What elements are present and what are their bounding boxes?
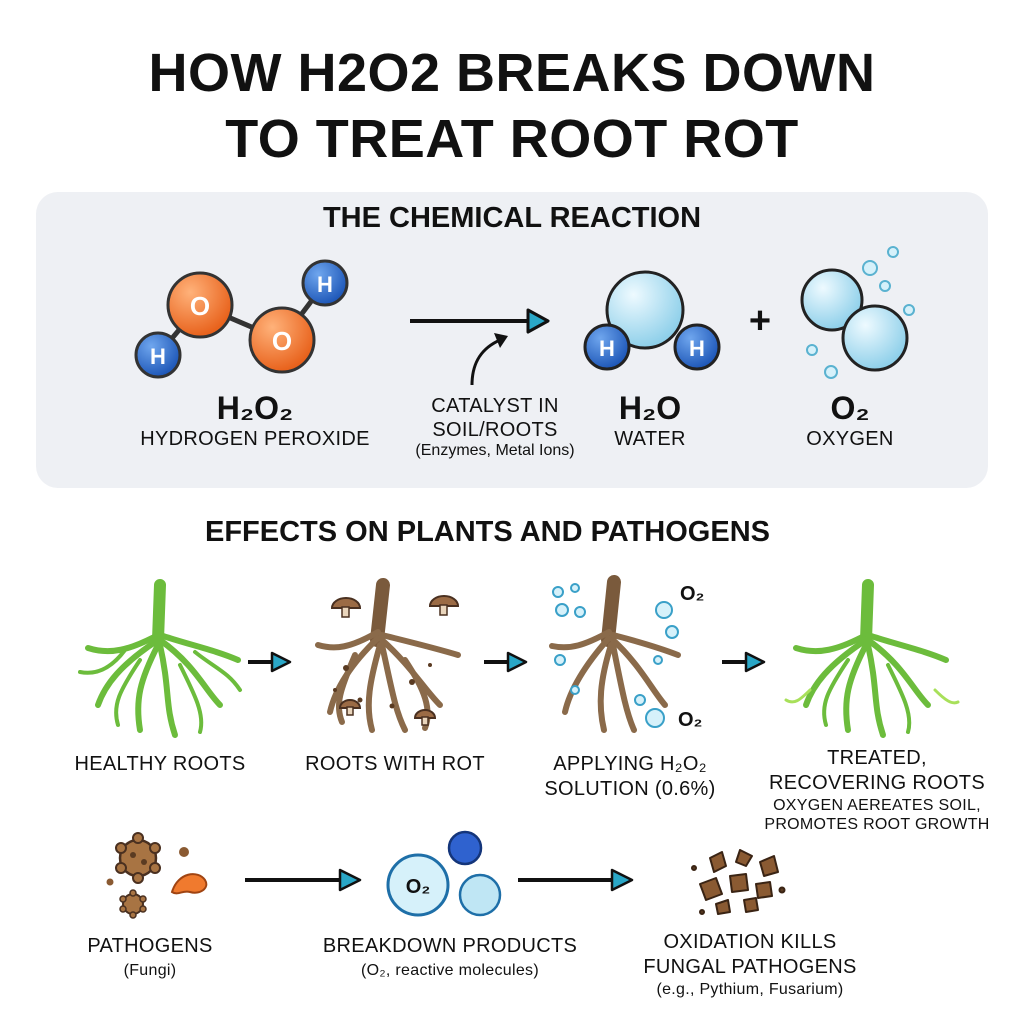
o2-bubble-label: O₂: [406, 876, 430, 898]
reaction-panel: [36, 192, 988, 488]
stage-arrow-icon: [722, 651, 766, 673]
title-line-1: HOW H2O2 BREAKS DOWN: [148, 43, 876, 103]
page-title: HOW H2O2 BREAKS DOWN TO TREAT ROOT ROT: [0, 40, 1024, 172]
stage-pathogens: PATHOGENS (Fungi): [60, 934, 240, 980]
stage-oxidation-kills: OXIDATION KILLS FUNGAL PATHOGENS (e.g., …: [620, 930, 880, 999]
mushroom-icon: [338, 699, 362, 716]
stage-label: HEALTHY ROOTS: [74, 753, 246, 775]
oxygen-formula: O₂: [830, 390, 870, 426]
killed-pathogen-fragments-icon: [691, 849, 786, 915]
pathogen-arrow-icon: [518, 868, 634, 892]
hydrogen-atom-icon: [134, 331, 182, 379]
treated-roots-with-bubbles-icon: O₂ O₂: [549, 575, 704, 733]
stage-sublabel: (O₂, reactive molecules): [361, 962, 539, 979]
mushroom-icon: [330, 597, 362, 618]
recovering-roots-icon: [784, 579, 960, 738]
oxygen-atom-icon: [248, 306, 316, 374]
atom-h-label: H: [689, 336, 705, 361]
stage-label: TREATED,: [827, 747, 927, 769]
oxygen-atom-icon: [166, 271, 234, 339]
hydrogen-atom-icon: [673, 323, 721, 371]
stage-arrow-icon: [484, 651, 528, 673]
plus-sign: +: [749, 300, 771, 342]
breakdown-products-icon: O₂: [386, 830, 502, 917]
oxygen-name: OXYGEN: [806, 428, 894, 450]
stage-label: APPLYING H₂O₂: [553, 753, 707, 775]
stage-applying-solution: APPLYING H₂O₂ SOLUTION (0.6%): [520, 752, 740, 802]
stage-label: ROOTS WITH ROT: [305, 753, 485, 775]
reaction-heading: THE CHEMICAL REACTION: [322, 202, 702, 234]
atom-o-label: O: [272, 326, 292, 356]
water-formula: H₂O: [618, 390, 682, 426]
mushroom-icon: [413, 709, 437, 726]
atom-h-label: H: [150, 344, 166, 369]
pathogen-arrow-icon: [245, 868, 362, 892]
stage-label: BREAKDOWN PRODUCTS: [322, 935, 578, 957]
stage-label: OXIDATION KILLS: [663, 931, 837, 953]
stage-arrow-icon: [248, 651, 292, 673]
effects-heading: EFFECTS ON PLANTS AND PATHOGENS: [205, 516, 770, 548]
atom-o-label: O: [190, 291, 210, 321]
water-name: WATER: [614, 428, 686, 450]
mushroom-icon: [428, 595, 460, 616]
stage-roots-with-rot: ROOTS WITH ROT: [290, 752, 500, 777]
catalyst-line-1: CATALYST IN: [431, 395, 559, 417]
stage-sublabel: OXYGEN AEREATES SOIL,: [773, 797, 981, 814]
stage-healthy-roots: HEALTHY ROOTS: [60, 752, 260, 777]
catalyst-line-2: SOIL/ROOTS: [432, 419, 558, 441]
rotten-roots-icon: [315, 578, 461, 733]
water-molecule-icon: H H: [583, 270, 721, 371]
atom-h-label: H: [599, 336, 615, 361]
stage-sublabel: (Fungi): [123, 962, 177, 979]
hydrogen-peroxide-molecule-icon: O O H H: [134, 259, 349, 379]
stage-label: FUNGAL PATHOGENS: [643, 956, 857, 978]
atom-h-label: H: [317, 272, 333, 297]
title-line-2: TO TREAT ROOT ROT: [225, 109, 799, 169]
stage-label: PATHOGENS: [87, 935, 213, 957]
healthy-roots-icon: [78, 579, 242, 738]
stage-label: RECOVERING ROOTS: [769, 772, 985, 794]
hydrogen-atom-icon: [301, 259, 349, 307]
o2-bubble-label: O₂: [678, 709, 702, 731]
stage-sublabel: PROMOTES ROOT GROWTH: [764, 816, 990, 833]
stage-label: SOLUTION (0.6%): [544, 778, 716, 800]
reactant-formula: H₂O₂: [216, 390, 294, 426]
oxygen-bubbles-icon: [800, 246, 915, 379]
catalyst-arrow-icon: [470, 333, 508, 386]
catalyst-detail: (Enzymes, Metal Ions): [415, 442, 575, 459]
fungi-icon: [106, 832, 208, 919]
oxygen-atom-icon: [605, 270, 685, 350]
stage-sublabel: (e.g., Pythium, Fusarium): [656, 981, 844, 998]
hydrogen-atom-icon: [583, 323, 631, 371]
stage-recovering-roots: TREATED, RECOVERING ROOTS OXYGEN AEREATE…: [752, 746, 1002, 834]
stage-breakdown-products: BREAKDOWN PRODUCTS (O₂, reactive molecul…: [295, 934, 605, 980]
catalyst-label: CATALYST IN SOIL/ROOTS: [390, 394, 600, 442]
o2-bubble-label: O₂: [680, 583, 704, 605]
reactant-name: HYDROGEN PEROXIDE: [140, 428, 370, 450]
reaction-arrow-icon: [410, 308, 550, 334]
